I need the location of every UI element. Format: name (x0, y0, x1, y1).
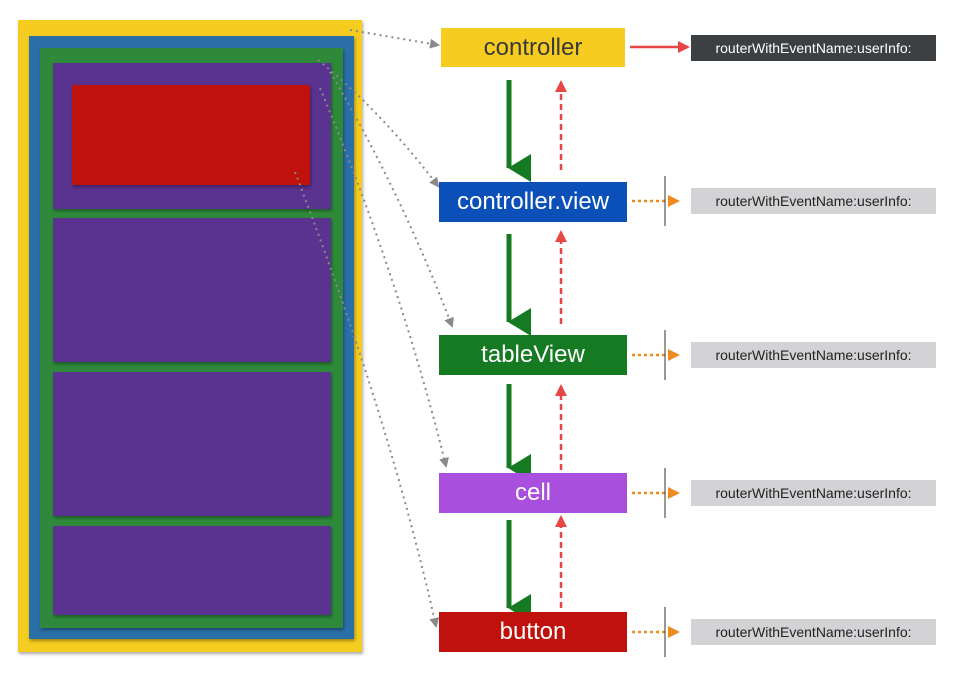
method-label-table-view: routerWithEventName:userInfo: (691, 342, 936, 368)
leader-table-to-tableview (329, 71, 454, 328)
method-label-button: routerWithEventName:userInfo: (691, 619, 936, 645)
cell-3 (53, 372, 331, 516)
button-frame (72, 85, 310, 185)
method-label-controller-view: routerWithEventName:userInfo: (691, 188, 936, 214)
cell-4 (53, 526, 331, 615)
method-label-controller: routerWithEventName:userInfo: (691, 35, 936, 61)
leader-cell-to-cell (319, 87, 449, 468)
node-controller-view: controller.view (439, 182, 627, 222)
node-button: button (439, 612, 627, 652)
node-controller: controller (441, 28, 625, 67)
leader-button-to-button (294, 171, 440, 628)
leader-view-to-controller-view (317, 59, 440, 188)
leader-window-to-controller (349, 29, 440, 49)
node-cell: cell (439, 473, 627, 513)
node-table-view: tableView (439, 335, 627, 375)
cell-2 (53, 218, 331, 362)
method-label-cell: routerWithEventName:userInfo: (691, 480, 936, 506)
